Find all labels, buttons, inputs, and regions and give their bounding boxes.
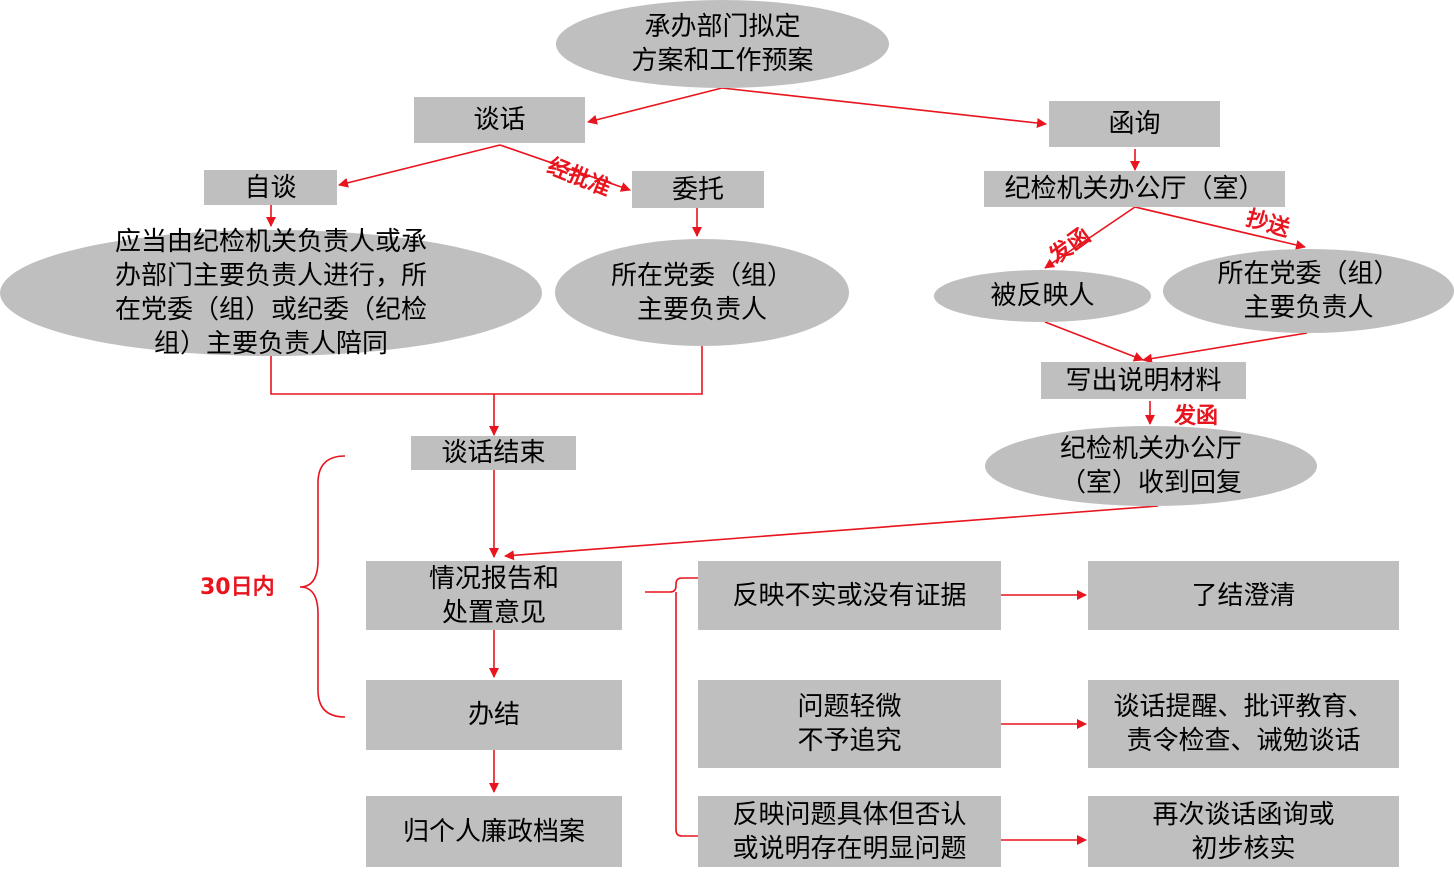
node-self-talk-desc: 应当由纪检机关负责人或承 办部门主要负责人进行，所 在党委（组）或纪委（纪检 组… — [0, 227, 542, 359]
node-reported-person: 被反映人 — [934, 270, 1151, 322]
node-denied: 反映问题具体但否认 或说明存在明显问题 — [698, 796, 1001, 867]
arrow-office-to-cc — [1134, 206, 1306, 250]
node-conclude: 办结 — [366, 680, 622, 750]
arrow-office-to-reported — [1044, 206, 1136, 269]
node-again: 再次谈话函询或 初步核实 — [1088, 796, 1399, 867]
node-reminder: 谈话提醒、批评教育、 责令检查、诫勉谈话 — [1088, 680, 1399, 768]
line-merge-to-talk-end — [270, 346, 703, 395]
arrow-talk-to-self — [338, 144, 501, 188]
node-delegate-party-leader: 所在党委（组） 主要负责人 — [555, 239, 849, 346]
node-start-plan: 承办部门拟定 方案和工作预案 — [556, 0, 889, 88]
node-inquiry: 函询 — [1049, 101, 1220, 147]
label-thirty-days: 30日内 — [200, 575, 275, 600]
node-cc-party-leader: 所在党委（组） 主要负责人 — [1163, 249, 1454, 333]
node-talk-end: 谈话结束 — [411, 436, 576, 470]
arrow-talk-to-delegate — [499, 144, 631, 192]
arrow-start-to-talk — [587, 87, 723, 125]
node-delegate: 委托 — [632, 171, 764, 208]
label-send-letter-2: 发函 — [1174, 404, 1219, 429]
brace-outcomes — [645, 577, 698, 837]
node-office: 纪检机关办公厅（室） — [984, 171, 1285, 207]
node-write-explanation: 写出说明材料 — [1041, 362, 1246, 399]
arrow-reply-to-report — [504, 505, 1159, 561]
arrow-cc-to-write — [1142, 332, 1308, 364]
node-minor: 问题轻微 不予追究 — [698, 680, 1001, 768]
node-clarify: 了结澄清 — [1088, 561, 1399, 630]
brace-thirty-days — [299, 455, 346, 718]
node-talk: 谈话 — [414, 97, 585, 143]
node-report: 情况报告和 处置意见 — [366, 561, 622, 630]
node-untrue: 反映不实或没有证据 — [698, 561, 1001, 630]
node-office-reply: 纪检机关办公厅 （室）收到回复 — [985, 426, 1317, 506]
node-archive: 归个人廉政档案 — [366, 796, 622, 867]
arrow-reported-to-write — [1044, 321, 1144, 362]
arrow-start-to-inquiry — [721, 87, 1047, 128]
node-self-talk: 自谈 — [204, 170, 337, 205]
